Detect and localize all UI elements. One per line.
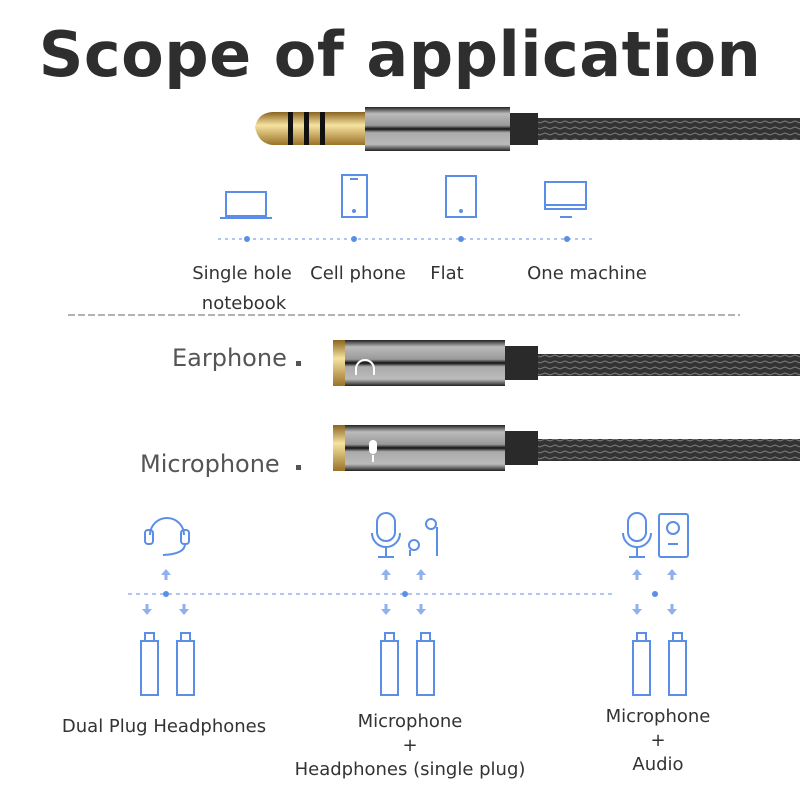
device-label-cell-phone: Cell phone — [310, 263, 406, 284]
mode-label-dual-plug: Dual Plug Headphones — [62, 715, 266, 739]
earphone-label: Earphone — [172, 344, 287, 372]
device-label-one-machine: One machine — [527, 263, 647, 284]
mode-label-audio: Microphone + Audio — [606, 705, 711, 777]
bullet — [296, 361, 301, 366]
mode-line: Microphone — [605, 706, 711, 727]
microphone-icon — [371, 512, 401, 558]
mode-line: Microphone — [357, 711, 463, 732]
device-label-notebook-line1: Single hole — [192, 263, 292, 284]
arrows — [142, 569, 677, 615]
device-label-notebook-line2: notebook — [201, 293, 287, 314]
mode-line: Dual Plug Headphones — [61, 716, 267, 737]
speaker-icon — [658, 513, 689, 558]
bullet — [296, 465, 301, 470]
headset-icon — [144, 517, 190, 556]
laptop-icon — [220, 191, 272, 219]
mode-line: + — [402, 735, 418, 756]
earbuds-icon — [408, 518, 438, 556]
microphone-socket — [333, 425, 800, 471]
microphone-icon — [622, 512, 652, 558]
trrs-plug — [255, 107, 800, 151]
earphone-socket — [333, 340, 800, 386]
tablet-icon — [445, 175, 477, 218]
mode-line: Headphones (single plug) — [294, 759, 526, 780]
mode-line: + — [650, 730, 666, 751]
monitor-icon — [544, 181, 587, 218]
cell-phone-icon — [341, 174, 368, 218]
mode-label-single-plug: Microphone + Headphones (single plug) — [295, 710, 526, 782]
mode-line: Audio — [632, 754, 684, 775]
plugs — [140, 632, 687, 696]
microphone-label: Microphone — [140, 450, 280, 478]
page-title: Scope of application — [38, 18, 762, 91]
device-label-flat: Flat — [430, 263, 464, 284]
